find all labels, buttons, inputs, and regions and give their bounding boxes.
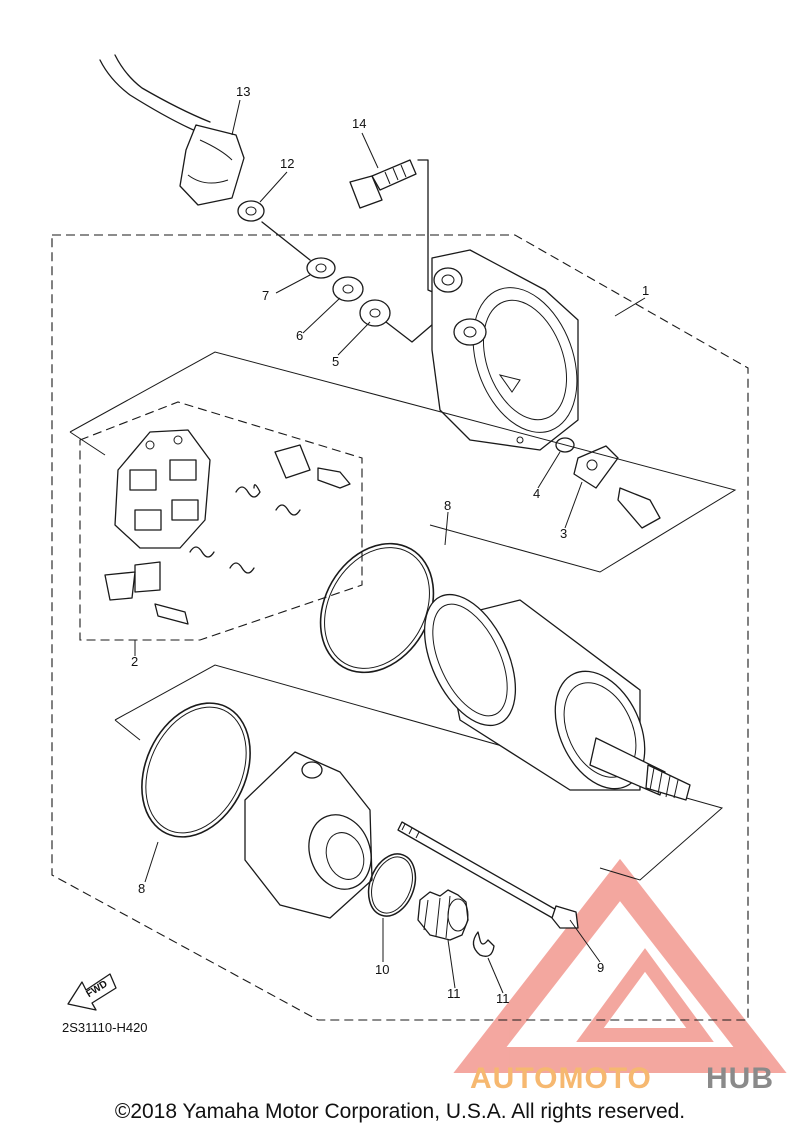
- callout-6: 6: [296, 328, 303, 343]
- callout-13: 12: [280, 156, 294, 171]
- yoke-armature-part: [423, 593, 691, 801]
- rear-cover-part: [431, 249, 579, 451]
- lead-wire-part: [99, 54, 245, 206]
- drawing-code: 2S31110-H420: [62, 1020, 148, 1035]
- bolt-15-part: [349, 159, 443, 297]
- callout-1: 1: [642, 283, 649, 298]
- callout-11: 11: [447, 986, 461, 1001]
- o-ring-8-lower-part: [141, 702, 251, 838]
- callout-10: 10: [375, 962, 389, 977]
- washer-5-part: [359, 299, 391, 327]
- callout-9: 9: [597, 960, 604, 975]
- copyright-notice: ©2018 Yamaha Motor Corporation, U.S.A. A…: [114, 1100, 686, 1123]
- assembly-outline: [51, 234, 749, 1021]
- pinion-gear-part: [417, 889, 469, 941]
- leader-lines: [134, 99, 646, 994]
- callout-15: 14: [352, 116, 366, 131]
- watermark-text-left: AUTOMOTO: [470, 1062, 652, 1095]
- screw-part: [154, 467, 351, 625]
- nut-part: [237, 200, 265, 222]
- brush-part: [104, 444, 311, 601]
- brush-group-outline: [79, 401, 363, 641]
- brush-plate-part: [114, 429, 211, 549]
- o-ring-10-part: [367, 853, 417, 917]
- callout-7: 7: [262, 288, 269, 303]
- callout-14: 13: [236, 84, 250, 99]
- callout-8-lower: 8: [138, 881, 145, 896]
- callout-2: 2: [131, 654, 138, 669]
- circlip-part: [472, 931, 495, 957]
- washer-6-part: [332, 276, 364, 302]
- nut-7-part: [306, 257, 336, 279]
- front-cover-part: [244, 751, 373, 919]
- callout-3: 3: [560, 526, 567, 541]
- callout-8-upper: 8: [444, 498, 451, 513]
- fwd-arrow-icon: FWD: [67, 973, 117, 1011]
- watermark-logo-icon: [453, 858, 787, 1073]
- callout-5: 5: [332, 354, 339, 369]
- spring-part: [189, 484, 301, 574]
- callout-12: 11: [496, 991, 510, 1006]
- o-ring-8-upper-part: [319, 542, 435, 674]
- watermark-text-right: HUB: [706, 1062, 774, 1095]
- callout-4: 4: [533, 486, 540, 501]
